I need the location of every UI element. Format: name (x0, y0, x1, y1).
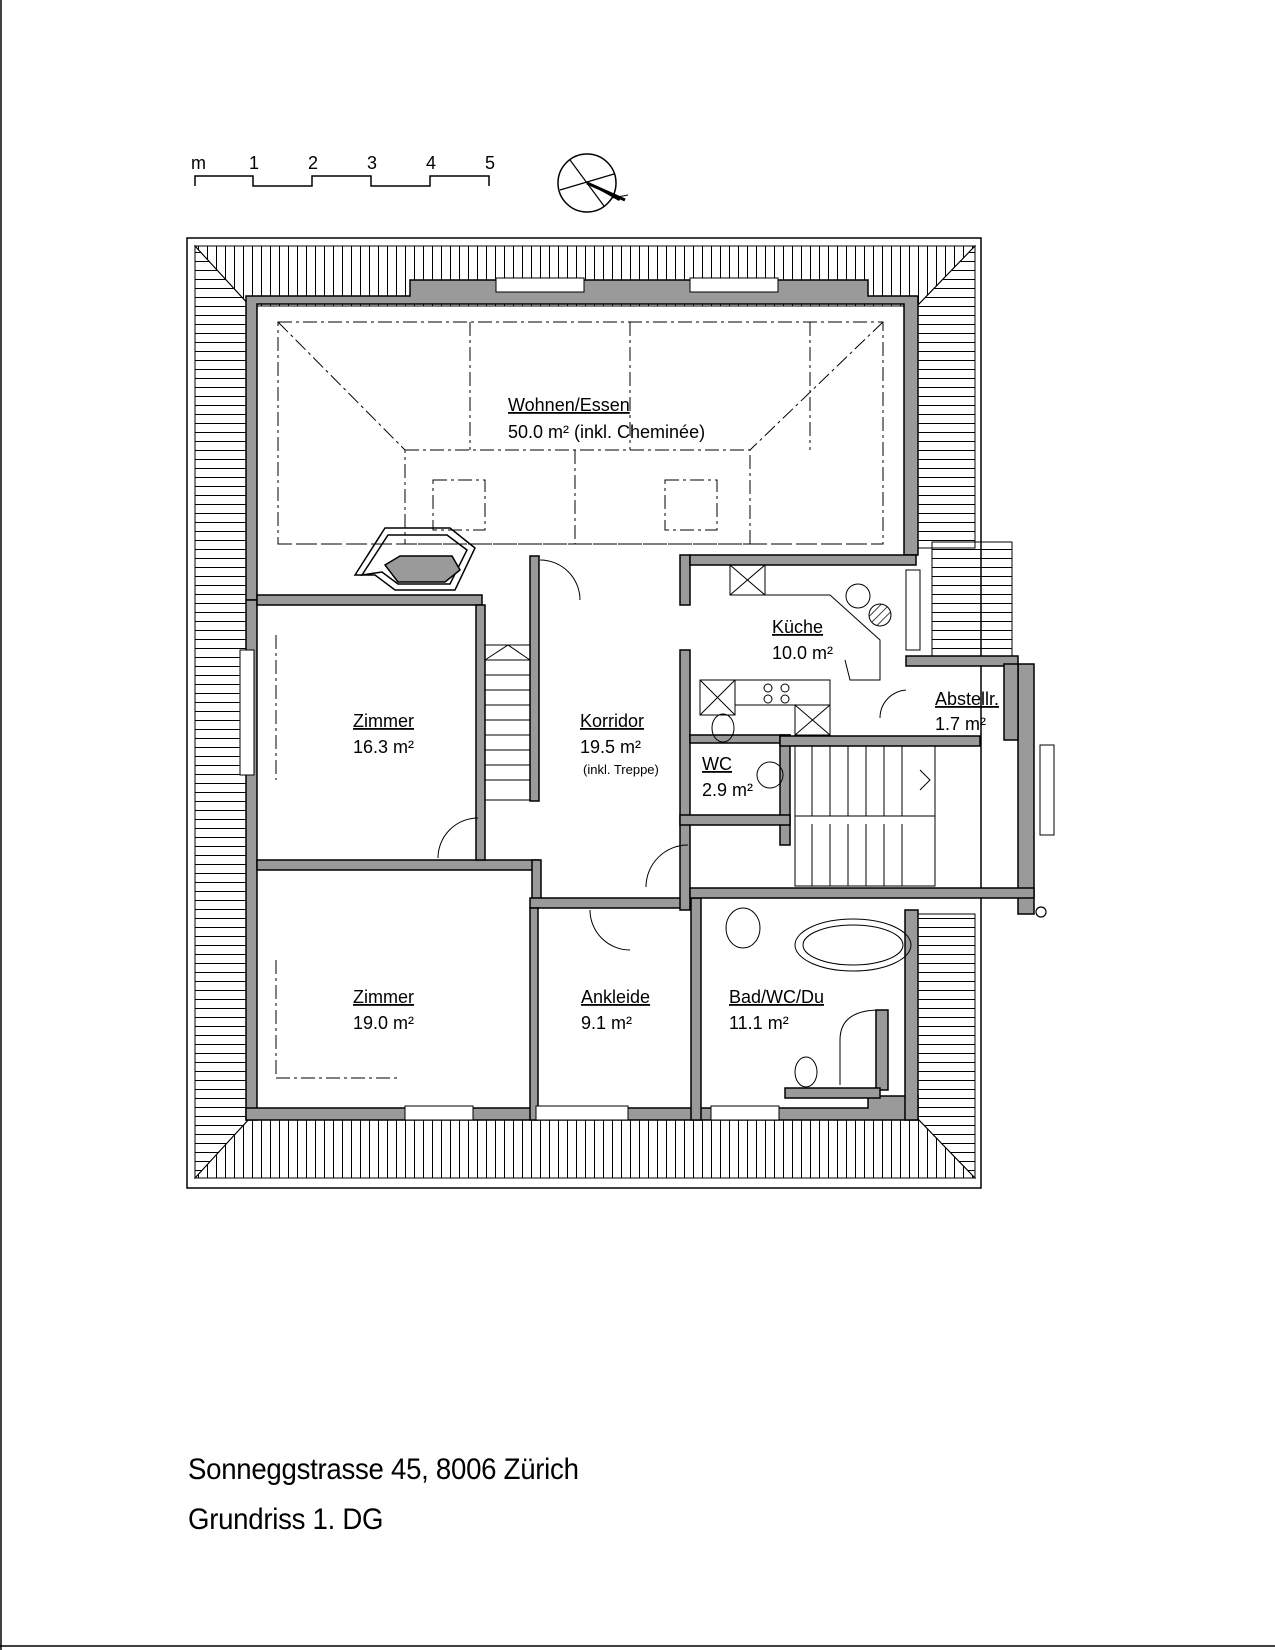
room-name-abstell: Abstellr. (935, 689, 999, 709)
room-area-bad: 11.1 m² (729, 1013, 789, 1033)
stairwell (794, 745, 936, 887)
scale-bar: m 1 2 3 4 5 (191, 153, 495, 187)
kitchen-fixtures (699, 564, 892, 736)
room-area-korridor: 19.5 m² (580, 737, 641, 757)
corridor-stair (484, 644, 531, 801)
room-name-zimmer1: Zimmer (353, 711, 414, 731)
room-name-zimmer2: Zimmer (353, 987, 414, 1007)
room-area-kueche: 10.0 m² (772, 643, 833, 663)
room-name-bad: Bad/WC/Du (729, 987, 824, 1007)
drawing-frame (186, 237, 982, 1189)
fireplace (353, 527, 476, 591)
room-labels: Wohnen/Essen 50.0 m² (inkl. Cheminée) Kü… (353, 395, 999, 1033)
walls (245, 279, 1035, 1121)
north-arrow-icon (557, 153, 629, 213)
scale-label-m: m (191, 153, 206, 173)
scale-label-1: 1 (249, 153, 259, 173)
wc-fixtures (711, 713, 784, 789)
room-area-ankleide: 9.1 m² (581, 1013, 632, 1033)
scale-label-5: 5 (485, 153, 495, 173)
room-area-zimmer1: 16.3 m² (353, 737, 414, 757)
bath-fixtures (725, 907, 912, 1088)
room-note-korridor: (inkl. Treppe) (583, 762, 659, 777)
room-area-zimmer2: 19.0 m² (353, 1013, 414, 1033)
ceiling-lines (275, 321, 884, 1079)
door-swings (437, 559, 907, 951)
windows (239, 277, 1055, 1121)
room-name-wohnen: Wohnen/Essen (508, 395, 630, 415)
room-name-ankleide: Ankleide (581, 987, 650, 1007)
scale-label-3: 3 (367, 153, 377, 173)
room-name-korridor: Korridor (580, 711, 644, 731)
room-area-abstell: 1.7 m² (935, 714, 986, 734)
room-area-wohnen: 50.0 m² (inkl. Cheminée) (508, 422, 705, 442)
room-name-wc: WC (702, 754, 732, 774)
scale-label-4: 4 (426, 153, 436, 173)
address-caption: Sonneggstrasse 45, 8006 Zürich (188, 1453, 579, 1486)
scale-label-2: 2 (308, 153, 318, 173)
plan-title: Grundriss 1. DG (188, 1503, 384, 1536)
room-area-wc: 2.9 m² (702, 780, 753, 800)
room-name-kueche: Küche (772, 617, 823, 637)
